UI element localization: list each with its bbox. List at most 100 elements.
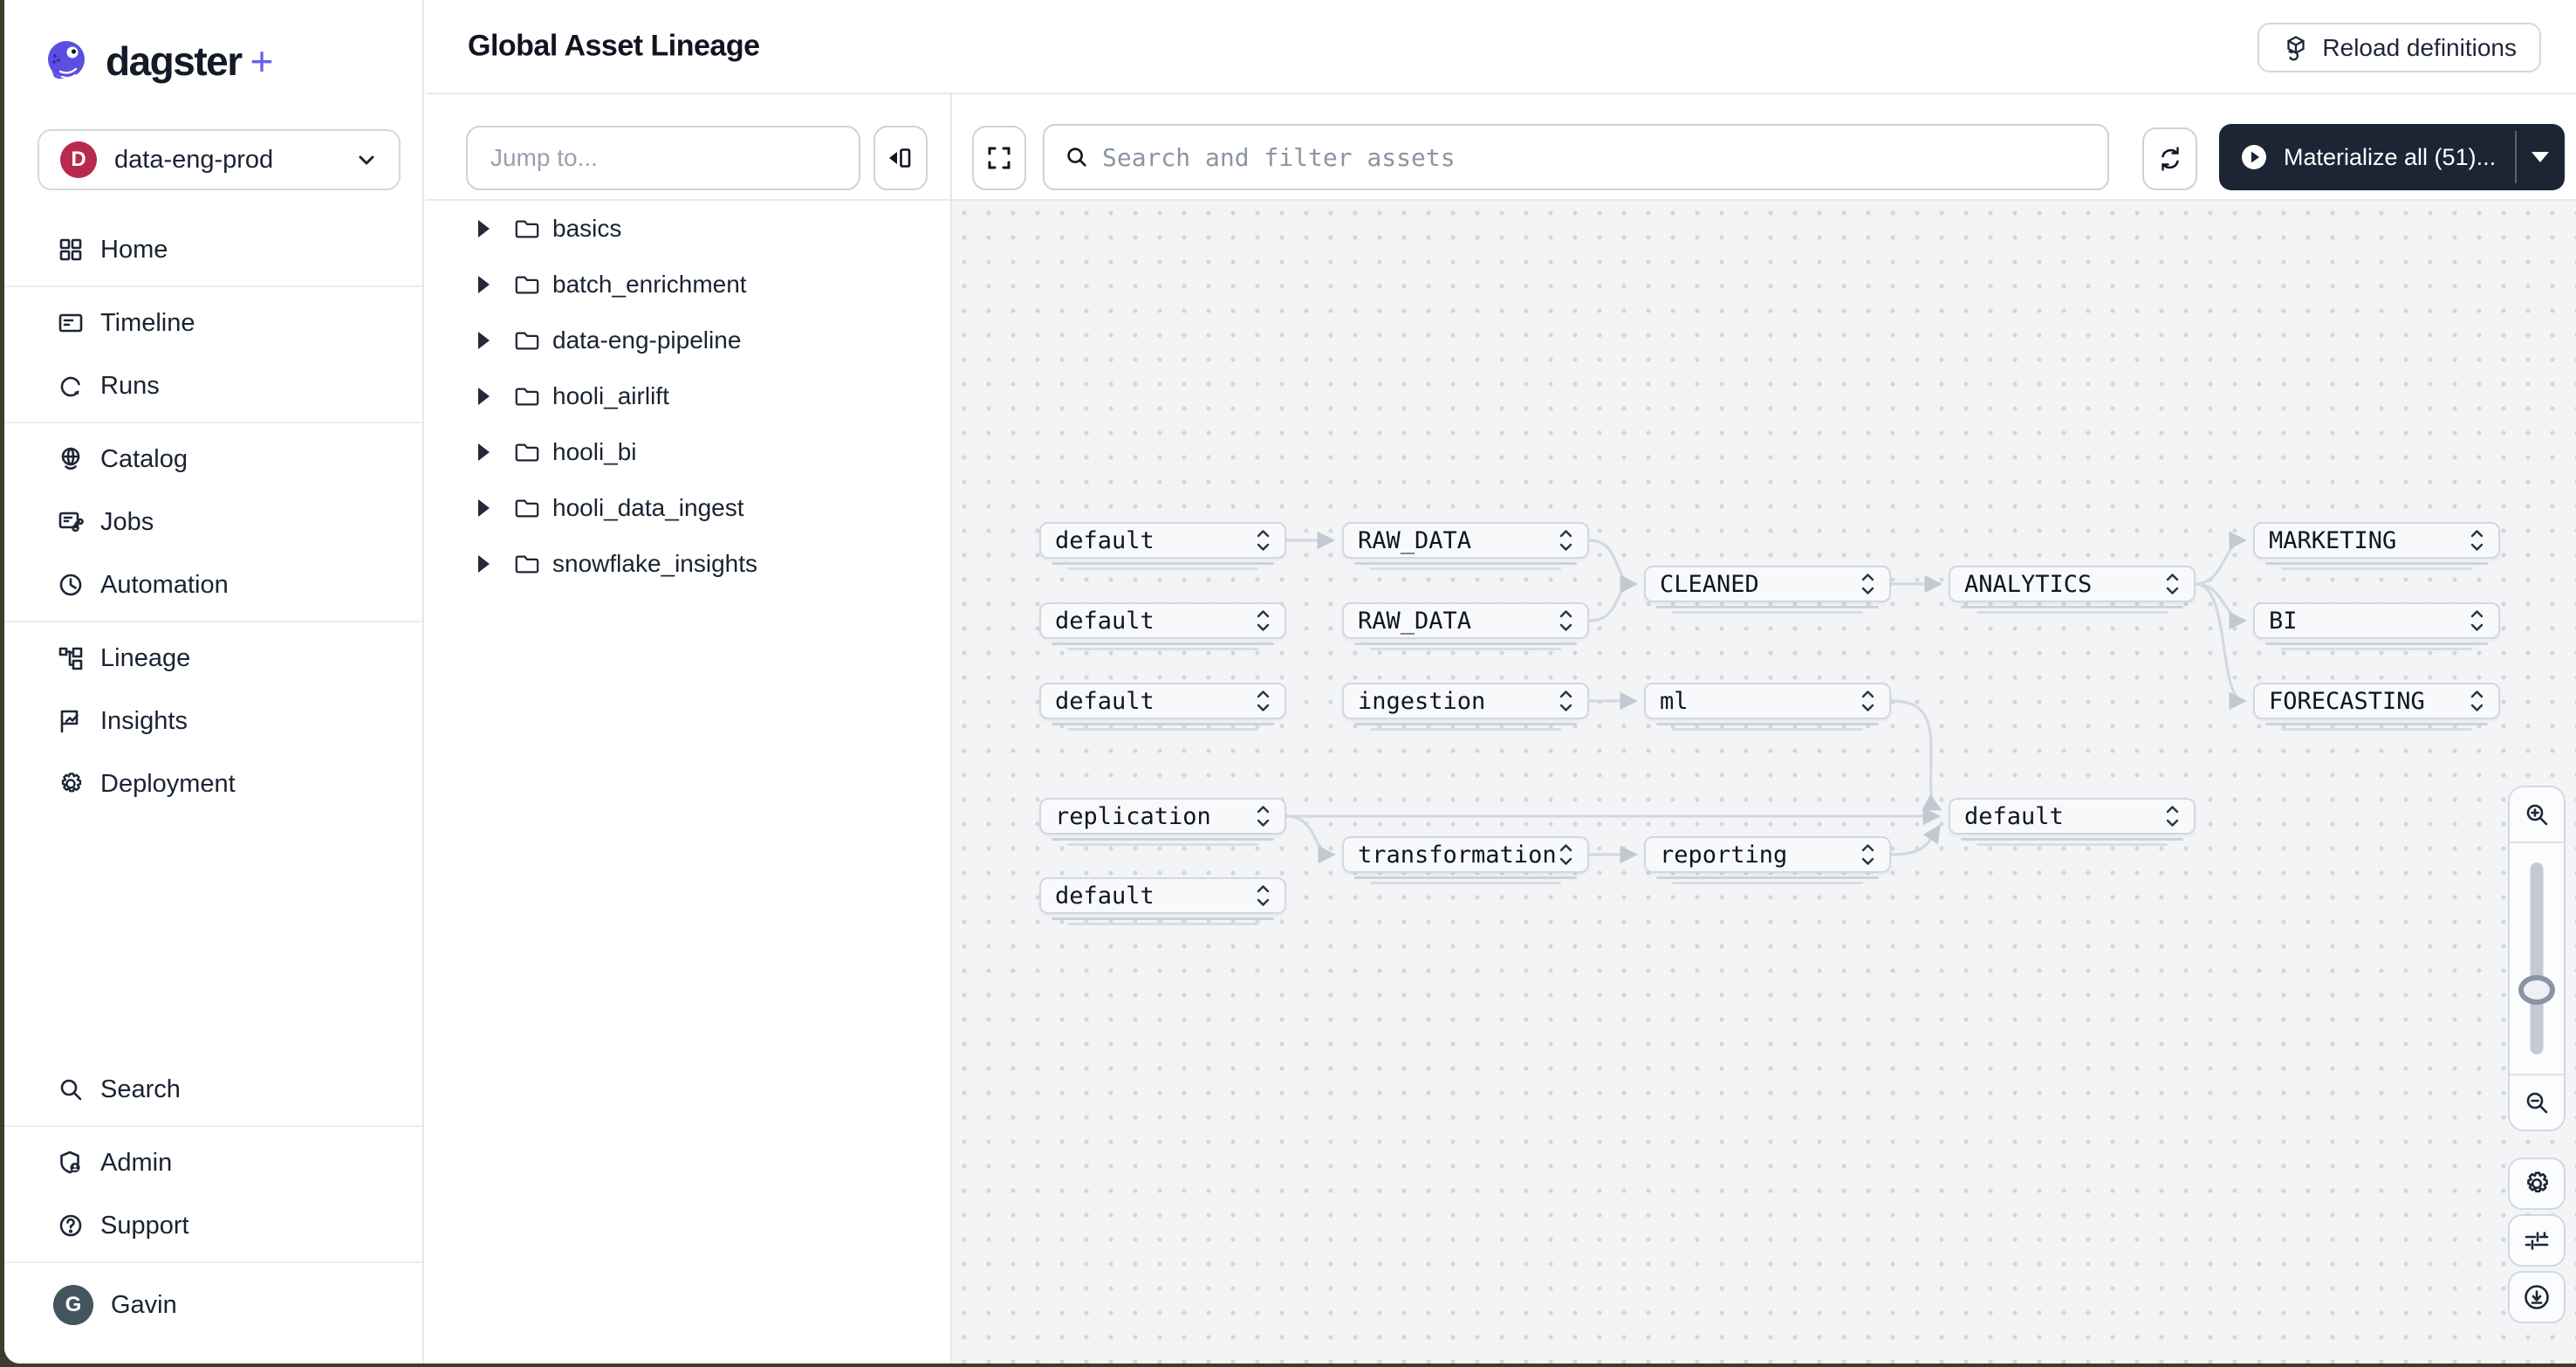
avatar: G [53, 1285, 93, 1325]
materialize-dropdown-toggle[interactable] [2517, 152, 2565, 162]
tree-item-data-eng-pipeline[interactable]: data-eng-pipeline [426, 313, 950, 368]
graph-node-marketing[interactable]: MARKETING [2253, 522, 2500, 570]
graph-node-ingestion[interactable]: ingestion [1342, 683, 1589, 731]
collapse-panel-button[interactable] [874, 126, 928, 190]
canvas-settings-button[interactable] [2508, 1157, 2566, 1210]
tree-item-snowflake-insights[interactable]: snowflake_insights [426, 536, 950, 592]
graph-node-transformation[interactable]: transformation [1342, 836, 1589, 884]
graph-node-reporting[interactable]: reporting [1644, 836, 1891, 884]
folder-icon [515, 388, 539, 406]
page-header: Global Asset Lineage Reload definitions [426, 0, 2576, 94]
jump-to-input[interactable] [466, 126, 860, 190]
expand-node-icon[interactable] [1559, 608, 1573, 633]
graph-node-bi[interactable]: BI [2253, 602, 2500, 650]
expand-node-icon[interactable] [2470, 608, 2484, 633]
graph-node-default-4[interactable]: default [1949, 798, 2196, 846]
graph-node-default-3[interactable]: default [1039, 683, 1286, 731]
materialize-all-button[interactable]: Materialize all (51)... [2219, 124, 2565, 190]
caret-right-icon[interactable] [478, 499, 490, 517]
expand-node-icon[interactable] [1559, 842, 1573, 867]
sidebar-item-catalog[interactable]: Catalog [4, 428, 422, 491]
sidebar-item-runs[interactable]: Runs [4, 354, 422, 417]
page-title: Global Asset Lineage [468, 29, 760, 63]
sidebar-item-support[interactable]: Support [4, 1194, 422, 1257]
sidebar-item-label: Insights [100, 706, 188, 735]
expand-node-icon[interactable] [1860, 572, 1875, 596]
materialize-main[interactable]: Materialize all (51)... [2219, 141, 2515, 173]
sidebar-item-search[interactable]: Search [4, 1058, 422, 1121]
expand-node-icon[interactable] [1860, 689, 1875, 713]
canvas-filters-button[interactable] [2508, 1214, 2566, 1267]
sidebar-item-lineage[interactable]: Lineage [4, 627, 422, 690]
expand-node-icon[interactable] [1559, 689, 1573, 713]
tree-item-hooli-airlift[interactable]: hooli_airlift [426, 368, 950, 424]
dagster-logo[interactable]: dagster + [43, 37, 274, 86]
graph-node-default-5[interactable]: default [1039, 877, 1286, 925]
sidebar-item-timeline[interactable]: Timeline [4, 292, 422, 354]
caret-right-icon[interactable] [478, 443, 490, 461]
graph-node-default-1[interactable]: default [1039, 522, 1286, 570]
graph-node-default-2[interactable]: default [1039, 602, 1286, 650]
sidebar-item-jobs[interactable]: Jobs [4, 491, 422, 553]
reload-definitions-button[interactable]: Reload definitions [2257, 23, 2541, 72]
caret-right-icon[interactable] [478, 220, 490, 237]
expand-node-icon[interactable] [2470, 689, 2484, 713]
expand-node-icon[interactable] [2165, 572, 2180, 596]
expand-node-icon[interactable] [1256, 804, 1271, 828]
zoom-slider[interactable] [2510, 841, 2564, 1075]
expand-node-icon[interactable] [2470, 528, 2484, 553]
download-image-button[interactable] [2508, 1271, 2566, 1323]
deployment-avatar: D [60, 141, 97, 178]
graph-node-raw-data-2[interactable]: RAW_DATA [1342, 602, 1589, 650]
sidebar-item-automation[interactable]: Automation [4, 553, 422, 616]
expand-node-icon[interactable] [1860, 842, 1875, 867]
tree-item-batch-enrichment[interactable]: batch_enrichment [426, 257, 950, 313]
graph-node-analytics[interactable]: ANALYTICS [1949, 566, 2196, 614]
nav-divider [4, 422, 422, 423]
nav-divider [4, 1125, 422, 1127]
zoom-out-button[interactable] [2510, 1075, 2564, 1130]
caret-right-icon[interactable] [478, 332, 490, 349]
caret-right-icon[interactable] [478, 276, 490, 293]
sidebar-item-deployment[interactable]: Deployment [4, 752, 422, 815]
zoom-slider-thumb[interactable] [2518, 975, 2555, 1005]
lineage-canvas[interactable]: default RAW_DATA MARKETING CLEANED ANALY… [952, 201, 2576, 1364]
sidebar-bottom-nav: Search Admin Support G Gavin [4, 1058, 422, 1343]
sidebar-item-admin[interactable]: Admin [4, 1131, 422, 1194]
expand-node-icon[interactable] [1256, 528, 1271, 553]
clock-icon [59, 574, 82, 596]
tree-item-basics[interactable]: basics [426, 201, 950, 257]
caret-right-icon[interactable] [478, 388, 490, 405]
refresh-button[interactable] [2142, 127, 2197, 190]
nav-divider [4, 285, 422, 287]
tree-item-hooli-data-ingest[interactable]: hooli_data_ingest [426, 480, 950, 536]
graph-node-forecasting[interactable]: FORECASTING [2253, 683, 2500, 731]
graph-node-ml[interactable]: ml [1644, 683, 1891, 731]
deployment-name: data-eng-prod [114, 145, 274, 174]
sidebar-item-insights[interactable]: Insights [4, 690, 422, 752]
expand-node-icon[interactable] [1256, 608, 1271, 633]
fullscreen-button[interactable] [972, 126, 1026, 190]
jobs-icon [58, 512, 84, 532]
tree-item-hooli-bi[interactable]: hooli_bi [426, 424, 950, 480]
graph-node-replication[interactable]: replication [1039, 798, 1286, 846]
graph-node-cleaned[interactable]: CLEANED [1644, 566, 1891, 614]
caret-right-icon[interactable] [478, 555, 490, 573]
expand-node-icon[interactable] [1559, 528, 1573, 553]
folder-icon [515, 220, 539, 238]
chevron-down-icon [359, 155, 374, 165]
deployment-switcher[interactable]: D data-eng-prod [38, 129, 401, 190]
sidebar-item-home[interactable]: Home [4, 218, 422, 281]
zoom-in-button[interactable] [2510, 787, 2564, 841]
zoom-slider-track[interactable] [2530, 862, 2544, 1054]
lineage-edges [1285, 531, 2248, 864]
asset-search-input[interactable] [1102, 142, 2088, 172]
expand-node-icon[interactable] [1256, 689, 1271, 713]
user-menu[interactable]: G Gavin [4, 1267, 422, 1343]
expand-node-icon[interactable] [2165, 804, 2180, 828]
folder-icon [515, 332, 539, 350]
timeline-icon [58, 313, 83, 333]
expand-node-icon[interactable] [1256, 883, 1271, 908]
graph-node-raw-data-1[interactable]: RAW_DATA [1342, 522, 1589, 570]
reload-cube-icon [2287, 35, 2305, 60]
